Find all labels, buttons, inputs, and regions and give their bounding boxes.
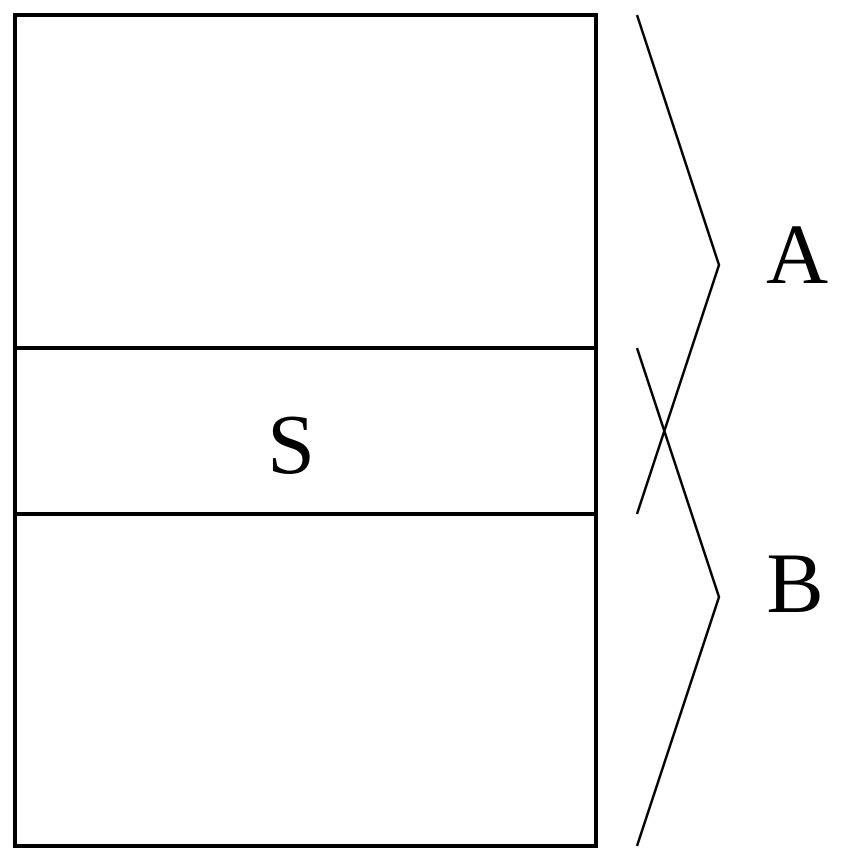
outer-box — [13, 13, 598, 848]
lower-region-label: B — [766, 535, 823, 631]
middle-layer-label: S — [267, 396, 315, 492]
lower-region-brace — [635, 347, 721, 847]
upper-region-brace — [635, 14, 721, 515]
upper-region-label: A — [766, 206, 828, 302]
